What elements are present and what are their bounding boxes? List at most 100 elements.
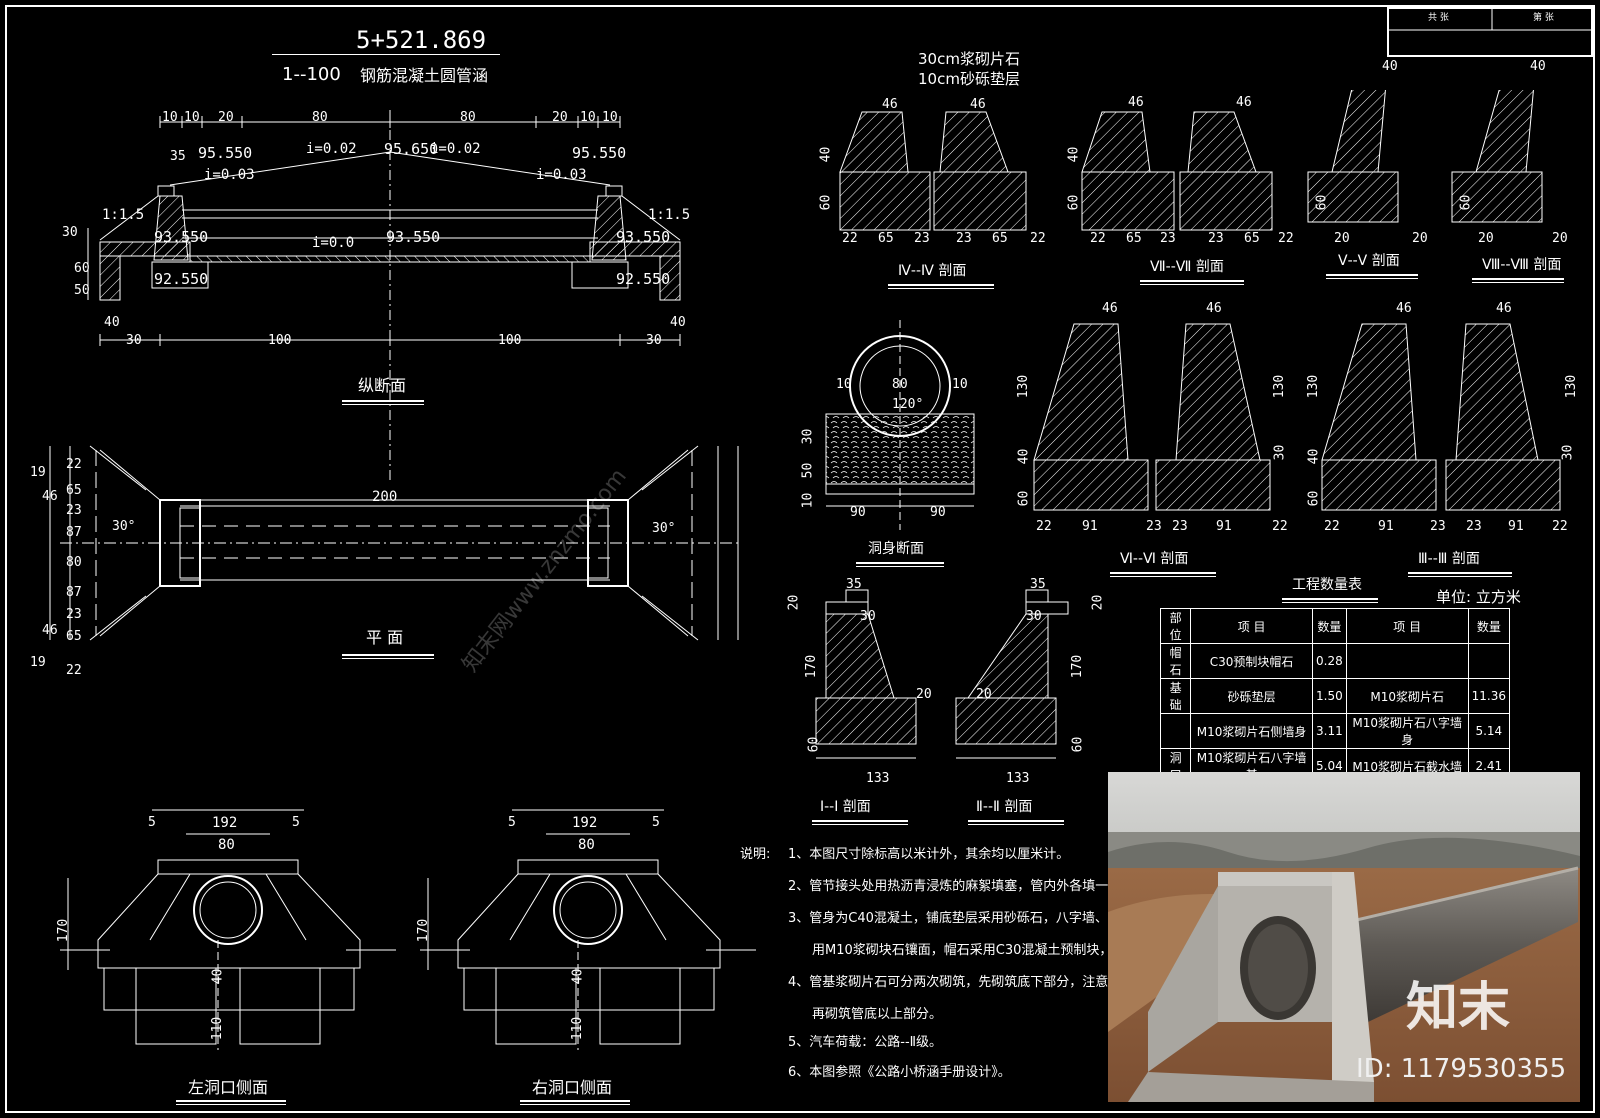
dim-bottom-100-right: 100: [498, 333, 522, 348]
sec3-dim-23b: 23: [1466, 519, 1482, 534]
pipe-slope: i=0.0: [312, 235, 355, 251]
sec3-dim-22a: 22: [1324, 519, 1340, 534]
portal-left-d40: 40: [210, 968, 226, 985]
sec6-dim-23a: 23: [1146, 519, 1162, 534]
underline-left-portal: [176, 1100, 286, 1105]
plan-angle-left: 30°: [112, 519, 136, 534]
watermark-id: ID: 1179530355: [1356, 1054, 1567, 1084]
plan-dim-23-top: 23: [66, 503, 82, 518]
plan-dim-22-bottom: 22: [66, 663, 82, 678]
view-title-sec1: Ⅰ--Ⅰ 剖面: [820, 799, 871, 815]
portal-right-height: 170: [416, 918, 432, 943]
elev-right-base: 92.550: [616, 270, 671, 288]
cell: M10浆砌片石八字墙身: [1345, 713, 1469, 749]
pipe-dim-90-left: 90: [850, 505, 866, 520]
view-title-right-portal: 右洞口侧面: [532, 1078, 613, 1097]
note-1: 1、本图尺寸除标高以米计外，其余均以厘米计。: [788, 847, 1070, 862]
cell: [1345, 643, 1469, 679]
side-slope-right: 1:1.5: [648, 207, 691, 223]
sec4-dim-65b: 65: [992, 231, 1008, 246]
portal-right-width: 192: [572, 815, 598, 831]
note-5: 5、汽车荷载：公路--Ⅱ级。: [788, 1035, 943, 1050]
dim-top-8: 10: [602, 110, 618, 125]
station-underline: [272, 54, 500, 55]
sec6-dim-30r: 30: [1272, 444, 1288, 461]
sec3-dim-40: 40: [1306, 448, 1322, 465]
subtitle-scale: 1--100: [282, 64, 341, 85]
plan-dim-46-top: 46: [42, 489, 58, 504]
sec6-dim-60: 60: [1016, 490, 1032, 507]
underline-right-portal: [520, 1100, 630, 1105]
elev-right-bed: 93.550: [616, 228, 671, 246]
sec7-dim-23a: 23: [1160, 231, 1176, 246]
header-qty-1: 数量: [1312, 608, 1347, 644]
view-title-sec7: Ⅶ--Ⅶ 剖面: [1150, 259, 1224, 275]
sec7-dim-22b: 22: [1278, 231, 1294, 246]
dim-top-1: 10: [162, 110, 178, 125]
qty-table-unit: 单位: 立方米: [1436, 588, 1521, 606]
sec3-dim-60: 60: [1306, 490, 1322, 507]
pipe-dim-80: 80: [892, 377, 908, 392]
sec6-dim-23b: 23: [1172, 519, 1188, 534]
pipe-dim-10-left: 10: [836, 377, 852, 392]
sec1-dim-20: 20: [786, 594, 802, 611]
quantity-table: 部位 项 目 数量 项 目 数量 帽石 C30预制块帽石 0.28 基础 砂砾垫…: [1159, 608, 1511, 784]
underline-pipe-section: [856, 562, 944, 567]
sec6-dim-46a: 46: [1102, 301, 1118, 316]
sec3-dim-91a: 91: [1378, 519, 1394, 534]
culvert-photo: [1108, 772, 1580, 1102]
sec4-dim-23a: 23: [914, 231, 930, 246]
dim-top-6: 20: [552, 110, 568, 125]
plan-dim-87-bottom: 87: [66, 585, 82, 600]
sec3-dim-46a: 46: [1396, 301, 1412, 316]
note-4: 4、管基浆砌片石可分两次砌筑，先砌筑底下部分，注意预留管基厚度: [788, 975, 1187, 990]
portal-left-top: 80: [218, 837, 235, 853]
sec2-dim-133: 133: [1006, 771, 1030, 786]
elev-left-top: 95.550: [198, 144, 253, 162]
underline-sec6: [1110, 572, 1216, 577]
portal-left-d110: 110: [210, 1016, 226, 1041]
sec7-dim-46a: 46: [1128, 95, 1144, 110]
sec3-dim-91b: 91: [1508, 519, 1524, 534]
sec7-dim-60: 60: [1066, 194, 1082, 211]
portal-left-side-l: 5: [148, 815, 156, 830]
dim-top-4: 80: [312, 110, 328, 125]
sec6-dim-91a: 91: [1082, 519, 1098, 534]
elev-center-top: 95.650: [384, 140, 439, 158]
underline-plan: [342, 654, 434, 659]
sec1-dim-30: 30: [860, 609, 876, 624]
sec4-dim-60: 60: [818, 194, 834, 211]
dim-top-7: 10: [580, 110, 596, 125]
dim-40-left: 40: [104, 315, 120, 330]
sec6-dim-40: 40: [1016, 448, 1032, 465]
note-6: 6、本图参照《公路小桥涵手册设计》。: [788, 1065, 1011, 1080]
sec3-dim-130r: 130: [1564, 374, 1580, 399]
portal-left-side-r: 5: [292, 815, 300, 830]
pavement-line2: 10cm砂砾垫层: [918, 70, 1020, 88]
underline-sec2: [968, 820, 1064, 825]
underline-sec5: [1326, 274, 1418, 279]
sec4-dim-65a: 65: [878, 231, 894, 246]
sec2-dim-170: 170: [1070, 654, 1086, 679]
cell: 0.28: [1312, 643, 1347, 679]
underline-sec3: [1408, 572, 1512, 577]
sec7-dim-22a: 22: [1090, 231, 1106, 246]
sections-top-row: [839, 90, 1543, 231]
portal-drawings: [60, 809, 756, 1050]
slope-left-end: i=0.03: [204, 167, 255, 183]
sec4-dim-46a: 46: [882, 97, 898, 112]
slope-right-end: i=0.03: [536, 167, 587, 183]
dim-left-60: 60: [74, 261, 90, 276]
table-row: 基础 砂砾垫层 1.50 M10浆砌片石 11.36: [1159, 678, 1511, 714]
portal-left-height: 170: [56, 918, 72, 943]
subtitle: 钢筋混凝土圆管涵: [360, 66, 489, 85]
view-title-pipe-section: 洞身断面: [868, 541, 924, 557]
plan-dim-87-top: 87: [66, 525, 82, 540]
sections-middle-row: [825, 320, 1561, 530]
sec2-dim-20: 20: [1090, 594, 1106, 611]
cell: 帽石: [1159, 643, 1192, 679]
underline-qty-title: [1282, 598, 1378, 603]
dim-left-50: 50: [74, 283, 90, 298]
note-2: 2、管节接头处用热沥青浸炼的麻絮填塞，管内外各填一半，不得从管: [788, 879, 1187, 894]
